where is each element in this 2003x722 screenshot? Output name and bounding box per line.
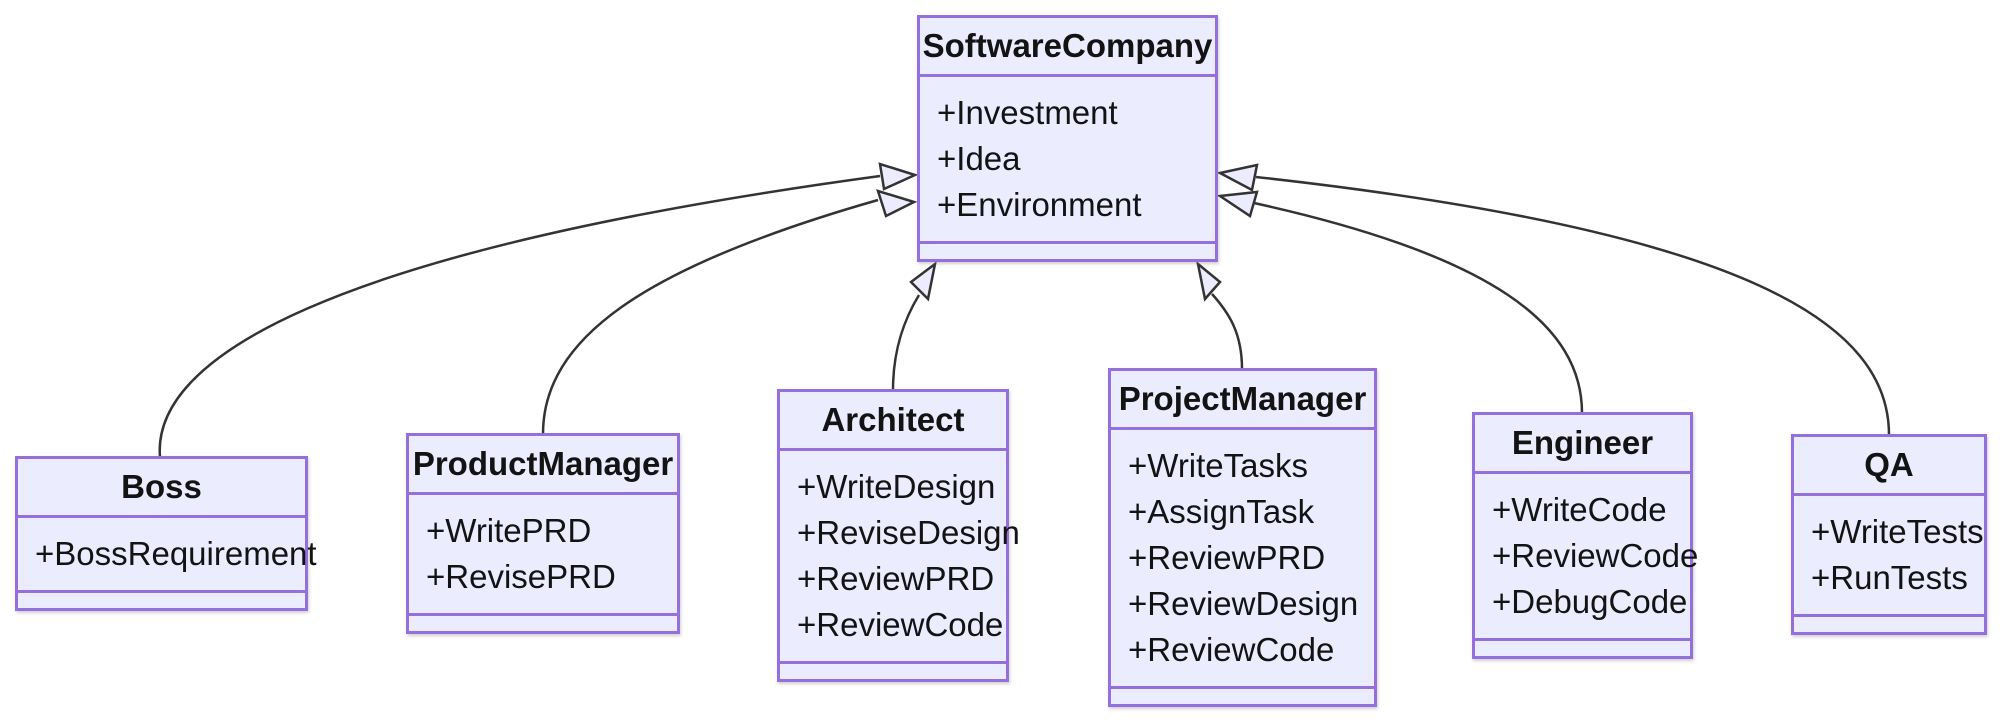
class-attributes: +WriteCode +ReviewCode +DebugCode [1475,474,1699,641]
attribute: +ReviewPRD [1128,539,1326,576]
attribute: +Idea [937,140,1021,177]
inheritance-arrowhead-boss [878,162,919,191]
class-attributes: +WritePRD +RevisePRD [409,495,677,616]
inheritance-arrowhead-projectmanager [1196,260,1222,302]
attribute: +Environment [937,186,1142,223]
class-box-engineer: Engineer +WriteCode +ReviewCode +DebugCo… [1472,412,1699,659]
class-title: Engineer [1475,415,1690,474]
class-methods-empty [1111,689,1374,704]
class-title: QA [1794,437,1984,496]
class-methods-empty [780,664,1006,679]
attribute: +BossRequirement [35,535,317,572]
attribute: +WriteTasks [1128,447,1309,484]
class-title: Boss [18,459,305,518]
edge-boss-to-softwarecompany [158,174,881,458]
attribute: +WriteTests [1811,513,1984,550]
attribute: +ReviseDesign [797,514,1020,551]
inheritance-arrowhead-architect [909,261,937,302]
class-attributes: +Investment +Idea +Environment [920,77,1215,244]
attribute: +ReviewCode [1128,631,1335,668]
edge-architect-to-softwarecompany [891,294,921,391]
class-box-architect: Architect +WriteDesign +ReviseDesign +Re… [777,389,1020,682]
edge-projectmanager-to-softwarecompany [1211,293,1244,370]
attribute: +ReviewCode [1492,537,1699,574]
attribute: +WritePRD [426,512,592,549]
class-box-boss: Boss +BossRequirement [15,456,317,611]
class-attributes: +BossRequirement [18,518,317,593]
class-methods-empty [409,616,677,631]
class-methods-empty [18,593,305,608]
attribute: +ReviewDesign [1128,585,1359,622]
class-box-softwarecompany: SoftwareCompany +Investment +Idea +Envir… [917,15,1218,262]
inheritance-arrowhead-productmanager [876,189,918,218]
class-box-projectmanager: ProjectManager +WriteTasks +AssignTask +… [1108,368,1377,707]
class-box-productmanager: ProductManager +WritePRD +RevisePRD [406,433,680,634]
class-attributes: +WriteDesign +ReviseDesign +ReviewPRD +R… [780,451,1020,664]
attribute: +WriteDesign [797,468,996,505]
inheritance-arrowhead-engineer [1216,190,1259,218]
attribute: +Investment [937,94,1118,131]
attribute: +RevisePRD [426,558,616,595]
attribute: +ReviewPRD [797,560,995,597]
attribute: +WriteCode [1492,491,1667,528]
class-methods-empty [1794,617,1984,632]
inheritance-arrowhead-qa [1216,163,1259,192]
attribute: +RunTests [1811,559,1968,596]
class-box-qa: QA +WriteTests +RunTests [1791,434,1987,635]
class-title: Architect [780,392,1006,451]
edge-productmanager-to-softwarecompany [541,198,879,435]
attribute: +AssignTask [1128,493,1315,530]
attribute: +DebugCode [1492,583,1688,620]
edge-qa-to-softwarecompany [1255,175,1891,436]
class-methods-empty [920,244,1215,259]
class-title: ProjectManager [1111,371,1374,430]
class-title: ProductManager [409,436,677,495]
class-attributes: +WriteTasks +AssignTask +ReviewPRD +Revi… [1111,430,1374,689]
class-title: SoftwareCompany [920,18,1215,77]
class-attributes: +WriteTests +RunTests [1794,496,1984,617]
attribute: +ReviewCode [797,606,1004,643]
edge-engineer-to-softwarecompany [1253,201,1584,414]
class-methods-empty [1475,641,1690,656]
